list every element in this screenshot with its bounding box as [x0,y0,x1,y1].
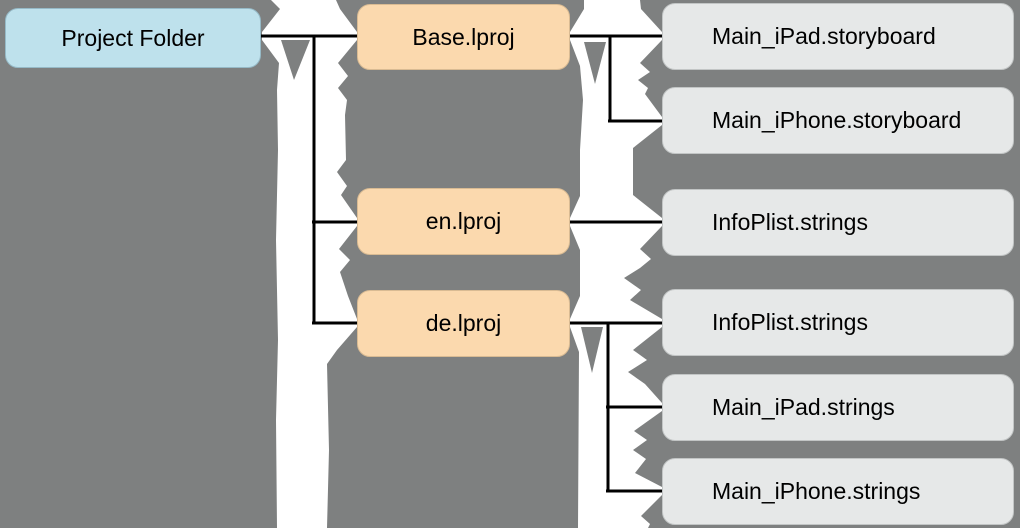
node-main-ipad-strings: Main_iPad.strings [662,374,1014,441]
node-infoplist-strings-de: InfoPlist.strings [662,289,1014,356]
node-label: Main_iPhone.strings [712,478,921,504]
torn-notch-1 [281,40,310,80]
torn-band-left [262,0,357,528]
node-base-lproj: Base.lproj [357,4,570,70]
node-label: Main_iPad.strings [712,394,895,420]
node-main-iphone-storyboard: Main_iPhone.storyboard [662,87,1014,154]
node-de-lproj: de.lproj [357,290,570,357]
node-label: Base.lproj [412,23,515,50]
node-main-iphone-strings: Main_iPhone.strings [662,458,1014,525]
node-label: Main_iPhone.storyboard [712,107,962,133]
node-label: Project Folder [61,24,205,51]
node-label: de.lproj [425,310,502,336]
node-infoplist-strings-en: InfoPlist.strings [662,189,1014,256]
torn-band-right [570,0,662,528]
node-label: InfoPlist.strings [712,209,868,235]
node-label: InfoPlist.strings [712,309,868,335]
torn-notch-2 [584,42,606,84]
connector-lines [250,34,668,493]
node-main-ipad-storyboard: Main_iPad.storyboard [662,3,1014,70]
torn-notch-3 [581,327,603,373]
node-project-folder: Project Folder [5,8,261,68]
node-en-lproj: en.lproj [357,188,570,255]
node-label: Main_iPad.storyboard [712,23,936,49]
node-label: en.lproj [425,208,502,234]
